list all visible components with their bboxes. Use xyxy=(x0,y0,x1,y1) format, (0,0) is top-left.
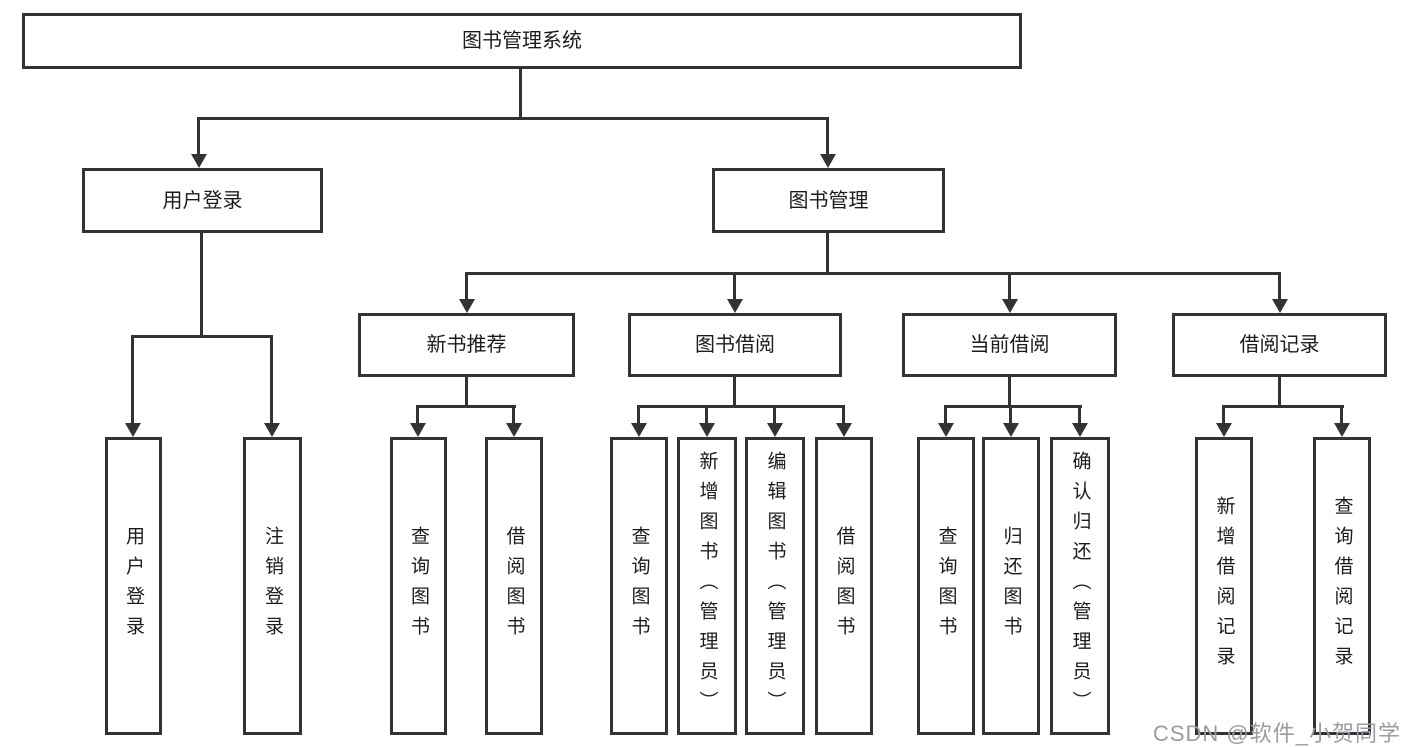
arrowhead-records xyxy=(1272,299,1288,313)
leaf-confirm-return-admin: 确认归还（管理员） xyxy=(1050,437,1110,735)
connector-root-drop xyxy=(519,68,522,117)
node-new-book-recommend: 新书推荐 xyxy=(358,313,575,377)
node-user-login: 用户登录 xyxy=(82,168,323,233)
leaf-query-books: 查询图书 xyxy=(917,437,975,735)
connector-stem-book-mgmt xyxy=(826,117,829,156)
leaf-query-books: 查询图书 xyxy=(610,437,668,735)
connector-stem-logout-leaf xyxy=(270,335,273,425)
node-book-borrowing: 图书借阅 xyxy=(628,313,842,377)
arrowhead-leaf xyxy=(1334,423,1350,437)
connector-records-drop xyxy=(1278,377,1281,405)
node-book-management: 图书管理 xyxy=(712,168,945,233)
arrowhead-book-mgmt xyxy=(820,154,836,168)
leaf-user-login: 用户登录 xyxy=(105,437,162,735)
arrowhead-leaf xyxy=(767,423,783,437)
connector-stem-records xyxy=(1278,272,1281,301)
arrowhead-leaf xyxy=(938,423,954,437)
connector-stem-leaf xyxy=(512,405,515,425)
connector-stem-leaf xyxy=(773,405,776,425)
leaf-return-books: 归还图书 xyxy=(982,437,1040,735)
arrowhead-user-login xyxy=(191,154,207,168)
arrowhead-leaf xyxy=(699,423,715,437)
arrowhead-login-leaf xyxy=(125,423,141,437)
connector-level3-rail xyxy=(465,272,1281,275)
arrowhead-current xyxy=(1002,299,1018,313)
leaf-add-borrow-record: 新增借阅记录 xyxy=(1195,437,1253,735)
connector-stem-leaf xyxy=(1078,405,1081,425)
connector-stem-leaf xyxy=(1340,405,1343,425)
leaf-borrow-books: 借阅图书 xyxy=(485,437,543,735)
leaf-edit-book-admin: 编辑图书（管理员） xyxy=(745,437,805,735)
connector-stem-leaf xyxy=(944,405,947,425)
arrowhead-leaf xyxy=(836,423,852,437)
connector-new-rec-rail xyxy=(416,405,516,408)
connector-stem-borrow xyxy=(733,272,736,301)
arrowhead-leaf xyxy=(1003,423,1019,437)
arrowhead-borrow xyxy=(727,299,743,313)
leaf-borrow-books: 借阅图书 xyxy=(815,437,873,735)
leaf-query-books: 查询图书 xyxy=(390,437,447,735)
connector-stem-user-login xyxy=(197,117,200,156)
leaf-logout: 注销登录 xyxy=(243,437,302,735)
connector-stem-leaf xyxy=(637,405,640,425)
connector-stem-current xyxy=(1008,272,1011,301)
arrowhead-leaf xyxy=(506,423,522,437)
node-borrowing-records: 借阅记录 xyxy=(1172,313,1387,377)
connector-user-login-drop xyxy=(200,233,203,335)
connector-stem-leaf xyxy=(705,405,708,425)
arrowhead-new-rec xyxy=(459,299,475,313)
connector-stem-leaf xyxy=(842,405,845,425)
leaf-query-borrow-record: 查询借阅记录 xyxy=(1313,437,1371,735)
connector-records-rail xyxy=(1222,405,1344,408)
node-current-borrowing: 当前借阅 xyxy=(902,313,1117,377)
connector-stem-login-leaf xyxy=(131,335,134,425)
connector-stem-leaf xyxy=(1222,405,1225,425)
connector-stem-new-rec xyxy=(465,272,468,301)
arrowhead-leaf xyxy=(631,423,647,437)
node-library-system: 图书管理系统 xyxy=(22,13,1022,69)
connector-user-login-rail xyxy=(131,335,273,338)
connector-borrow-drop xyxy=(733,377,736,405)
arrowhead-leaf xyxy=(410,423,426,437)
arrowhead-leaf xyxy=(1072,423,1088,437)
arrowhead-leaf xyxy=(1216,423,1232,437)
connector-stem-leaf xyxy=(416,405,419,425)
connector-stem-leaf xyxy=(1009,405,1012,425)
connector-current-drop xyxy=(1008,377,1011,405)
leaf-add-book-admin: 新增图书（管理员） xyxy=(677,437,737,735)
connector-level2-rail xyxy=(197,117,829,120)
connector-new-rec-drop xyxy=(465,377,468,405)
connector-borrow-rail xyxy=(637,405,845,408)
connector-current-rail xyxy=(944,405,1082,408)
arrowhead-logout-leaf xyxy=(264,423,280,437)
connector-book-mgmt-drop xyxy=(826,233,829,272)
csdn-watermark: CSDN @软件_小贺同学 xyxy=(1152,721,1401,746)
